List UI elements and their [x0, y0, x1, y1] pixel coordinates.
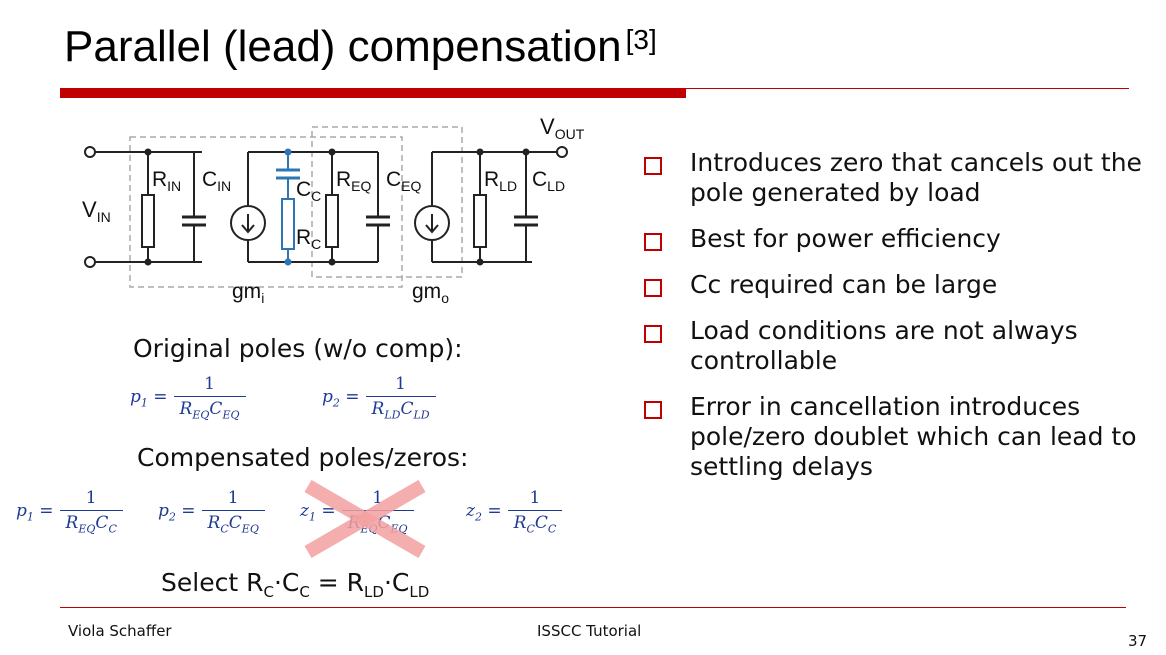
- gmi-stage-box: [129, 136, 403, 288]
- rc-resistor: [281, 198, 295, 250]
- rld-label: RLD: [484, 168, 517, 194]
- vin-bottom-terminal: [84, 256, 96, 268]
- bullet-item: Best for power efficiency: [644, 224, 1159, 254]
- footer-author: Viola Schaffer: [68, 622, 172, 640]
- footer-rule: [60, 607, 1126, 608]
- vin-label: VIN: [82, 197, 111, 225]
- rin-label: RIN: [152, 168, 181, 194]
- rc-label: RC: [296, 226, 321, 252]
- footer-event: ISSCC Tutorial: [537, 622, 642, 640]
- cc-label: CC: [296, 178, 321, 204]
- title-underline-bar: [60, 88, 686, 98]
- page-number: 37: [1128, 632, 1148, 650]
- gmo-label: gmo: [412, 280, 449, 306]
- bullet-square-icon: [644, 401, 662, 419]
- cld-label: CLD: [532, 168, 565, 194]
- bullet-square-icon: [644, 233, 662, 251]
- cin-label: CIN: [202, 168, 231, 194]
- rld-resistor: [473, 194, 487, 248]
- slide-title: Parallel (lead) compensation[3]: [64, 22, 657, 72]
- bullet-square-icon: [644, 157, 662, 175]
- rin-resistor: [141, 194, 155, 248]
- ceq-label: CEQ: [386, 168, 422, 194]
- vin-top-terminal: [84, 146, 96, 158]
- compensated-heading: Compensated poles/zeros:: [137, 443, 469, 472]
- bullet-item: Error in cancellation introduces pole/ze…: [644, 392, 1159, 482]
- title-text: Parallel (lead) compensation: [64, 22, 622, 71]
- bullet-square-icon: [644, 325, 662, 343]
- vout-label: VOUT: [540, 114, 585, 142]
- gmi-label: gmi: [232, 280, 264, 306]
- vout-terminal: [556, 146, 568, 158]
- req-label: REQ: [336, 168, 372, 194]
- bullet-list: Introduces zero that cancels out the pol…: [644, 148, 1159, 498]
- title-citation: [3]: [625, 24, 657, 55]
- z1-cross-out-mark: [304, 480, 426, 559]
- select-rc-cc-equation: Select RC·CC = RLD·CLD: [161, 568, 430, 601]
- title-rule: [686, 88, 1129, 89]
- gmo-stage-box: [311, 126, 463, 278]
- bullet-item: Load conditions are not always controlla…: [644, 316, 1159, 376]
- bullet-item: Cc required can be large: [644, 270, 1159, 300]
- bullet-item: Introduces zero that cancels out the pol…: [644, 148, 1159, 208]
- req-resistor: [325, 194, 339, 248]
- circuit-diagram: VIN RIN CIN gmi: [82, 114, 585, 306]
- bullet-square-icon: [644, 279, 662, 297]
- original-poles-heading: Original poles (w/o comp):: [133, 334, 463, 363]
